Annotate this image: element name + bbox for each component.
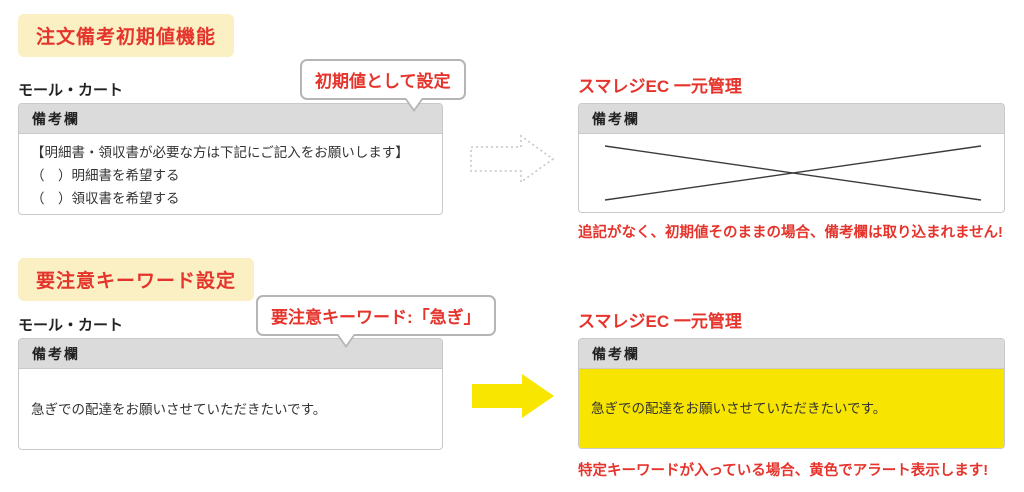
target-label-smaregi-1: スマレジEC 一元管理 bbox=[578, 77, 742, 96]
remarks-body: 【明細書・領収書が必要な方は下記にご記入をお願いします】 （ ）明細書を希望する… bbox=[19, 134, 442, 214]
remarks-body-crossed-out bbox=[579, 134, 1004, 212]
section-1-title-badge: 注文備考初期値機能 bbox=[18, 14, 235, 57]
section-2-title-badge: 要注意キーワード設定 bbox=[18, 258, 255, 301]
remarks-line: 急ぎでの配達をお願いさせていただきたいです。 bbox=[591, 401, 887, 417]
solid-yellow-right-arrow-icon bbox=[472, 374, 554, 418]
dashed-right-arrow-icon bbox=[470, 134, 555, 184]
x-cross-icon bbox=[604, 145, 982, 201]
target-remarks-box-2: 備考欄 急ぎでの配達をお願いさせていただきたいです。 bbox=[578, 338, 1005, 449]
remarks-header: 備考欄 bbox=[19, 339, 442, 369]
remarks-header: 備考欄 bbox=[579, 339, 1004, 369]
target-remarks-box-1: 備考欄 bbox=[578, 103, 1005, 213]
caption-not-imported: 追記がなく、初期値そのままの場合、備考欄は取り込まれません! bbox=[578, 225, 1003, 241]
source-label-mall-cart-1: モール・カート bbox=[18, 82, 124, 99]
target-label-smaregi-2: スマレジEC 一元管理 bbox=[578, 312, 742, 331]
remarks-header: 備考欄 bbox=[579, 104, 1004, 134]
callout-caution-keyword-text: 要注意キーワード:「急ぎ」 bbox=[271, 308, 481, 327]
source-label-mall-cart-2: モール・カート bbox=[18, 317, 124, 334]
callout-caution-keyword: 要注意キーワード:「急ぎ」 bbox=[256, 295, 496, 348]
remarks-line: 急ぎでの配達をお願いさせていただきたいです。 bbox=[31, 401, 327, 417]
source-remarks-box-2: 備考欄 急ぎでの配達をお願いさせていただきたいです。 bbox=[18, 338, 443, 450]
callout-initial-value: 初期値として設定 bbox=[300, 59, 466, 112]
remarks-body: 急ぎでの配達をお願いさせていただきたいです。 bbox=[19, 369, 442, 449]
remarks-header: 備考欄 bbox=[19, 104, 442, 134]
remarks-line: （ ）明細書を希望する bbox=[31, 168, 180, 184]
remarks-line: （ ）領収書を希望する bbox=[31, 191, 180, 207]
remarks-line: 【明細書・領収書が必要な方は下記にご記入をお願いします】 bbox=[31, 145, 409, 160]
remarks-body-alert: 急ぎでの配達をお願いさせていただきたいです。 bbox=[579, 369, 1004, 448]
callout-initial-value-text: 初期値として設定 bbox=[315, 72, 451, 91]
caption-yellow-alert: 特定キーワードが入っている場合、黄色でアラート表示します! bbox=[578, 463, 989, 479]
source-remarks-box-1: 備考欄 【明細書・領収書が必要な方は下記にご記入をお願いします】 （ ）明細書を… bbox=[18, 103, 443, 215]
